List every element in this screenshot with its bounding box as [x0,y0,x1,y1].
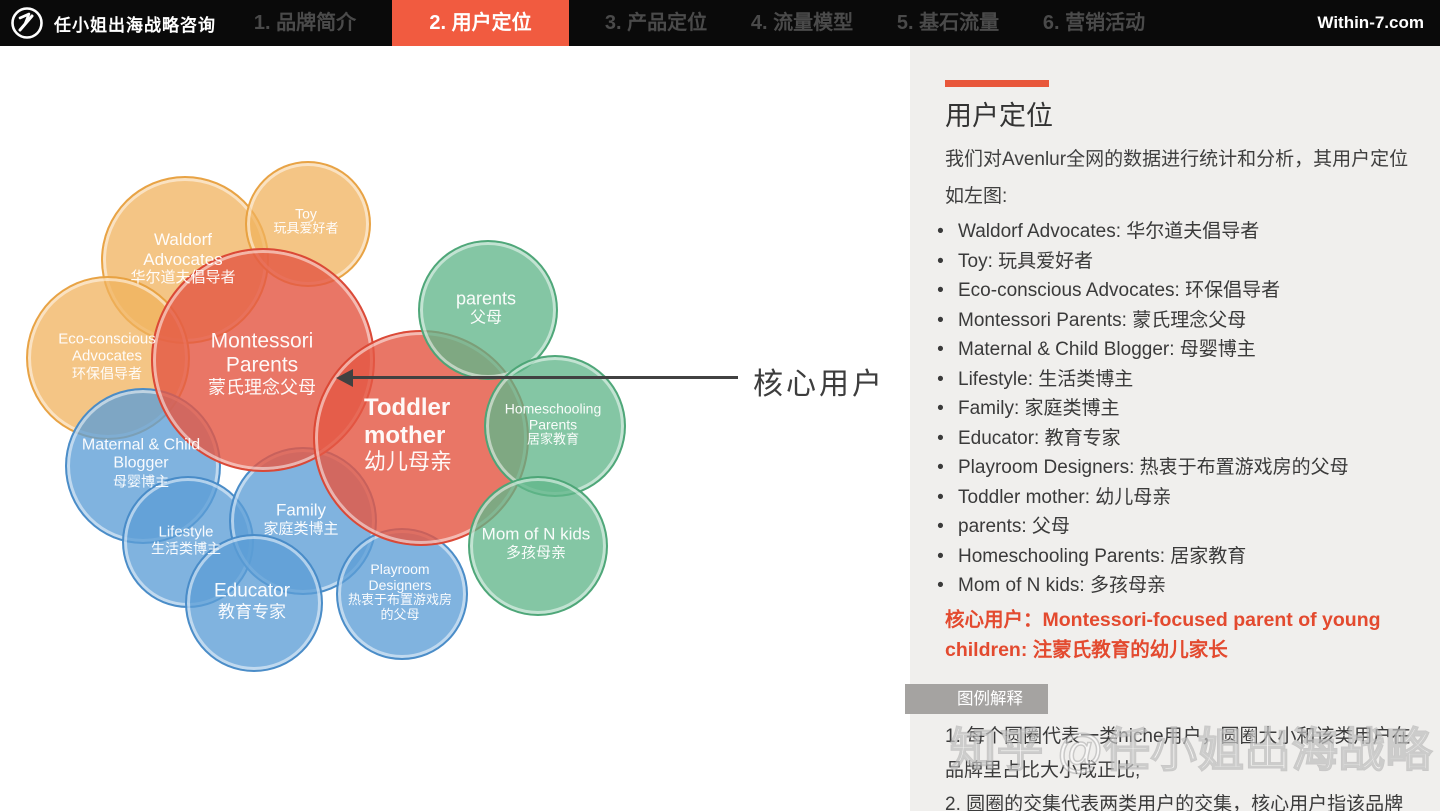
bullet-item: Family: 家庭类博主 [923,394,1420,424]
brand: 任小姐出海战略咨询 [0,6,216,40]
nav-tabs: 1. 品牌简介 2. 用户定位 3. 产品定位 4. 流量模型 5. 基石流量 … [246,0,1181,46]
tab-brand-intro[interactable]: 1. 品牌简介 [253,12,357,34]
bullet-item: Playroom Designers: 热衷于布置游戏房的父母 [923,453,1420,483]
brand-name: 任小姐出海战略咨询 [54,15,216,35]
user-segments-list: Waldorf Advocates: 华尔道夫倡导者 Toy: 玩具爱好者 Ec… [923,217,1420,601]
tab-traffic-model[interactable]: 4. 流量模型 [750,12,854,34]
tab-marketing-activities[interactable]: 6. 营销活动 [1042,12,1146,34]
core-user-label: 核心用户： [945,608,1043,631]
right-panel: 用户定位 我们对Avenlur全网的数据进行统计和分析，其用户定位如左图: Wa… [905,46,1440,811]
legend-notes: 1. 每个圆圈代表一类niche用户，圆圈大小和该类用户在品牌里占比大小成正比;… [945,720,1420,811]
intro-text: 我们对Avenlur全网的数据进行统计和分析，其用户定位如左图: [945,149,1409,207]
bullet-item: Montessori Parents: 蒙氏理念父母 [923,306,1420,336]
bubble-playroom-designers [336,528,468,660]
core-user-statement: 核心用户：Montessori-focused parent of young … [945,605,1420,665]
top-nav: 任小姐出海战略咨询 1. 品牌简介 2. 用户定位 3. 产品定位 4. 流量模… [0,0,1440,46]
bullet-item: Lifestyle: 生活类博主 [923,365,1420,395]
bullet-item: Mom of N kids: 多孩母亲 [923,571,1420,601]
bullet-item: parents: 父母 [923,512,1420,542]
brand-logo-icon[interactable] [10,6,44,40]
title-accent-bar [945,80,1049,87]
tab-user-positioning[interactable]: 2. 用户定位 [392,0,569,46]
legend-note-2: 2. 圆圈的交集代表两类用户的交集，核心用户指该品牌营销发力最多的用户. [945,794,1404,811]
legend-title-tag: 图例解释 [905,684,1048,714]
core-user-callout: 核心用户 [753,368,885,401]
core-user-arrowhead-icon [336,369,353,387]
bullet-item: Homeschooling Parents: 居家教育 [923,542,1420,572]
panel-title: 用户定位 [945,101,1053,131]
core-user-en: Montessori-focused parent of young child… [945,608,1381,661]
bullet-item: Waldorf Advocates: 华尔道夫倡导者 [923,217,1420,247]
core-user-arrow-line [352,376,738,379]
legend-note-1: 1. 每个圆圈代表一类niche用户，圆圈大小和该类用户在品牌里占比大小成正比; [945,726,1411,781]
bubble-mom-of-n-kids [468,476,608,616]
bullet-item: Toddler mother: 幼儿母亲 [923,483,1420,513]
core-user-zh: 注蒙氏教育的幼儿家长 [1027,638,1228,661]
bubble-parents [418,240,558,380]
tab-cornerstone-traffic[interactable]: 5. 基石流量 [896,12,1000,34]
bullet-item: Maternal & Child Blogger: 母婴博主 [923,335,1420,365]
bullet-item: Educator: 教育专家 [923,424,1420,454]
tab-product-positioning[interactable]: 3. 产品定位 [604,12,708,34]
bubble-educator [185,534,323,672]
bullet-item: Eco-conscious Advocates: 环保倡导者 [923,276,1420,306]
site-link[interactable]: Within-7.com [1317,13,1424,32]
bullet-item: Toy: 玩具爱好者 [923,247,1420,277]
